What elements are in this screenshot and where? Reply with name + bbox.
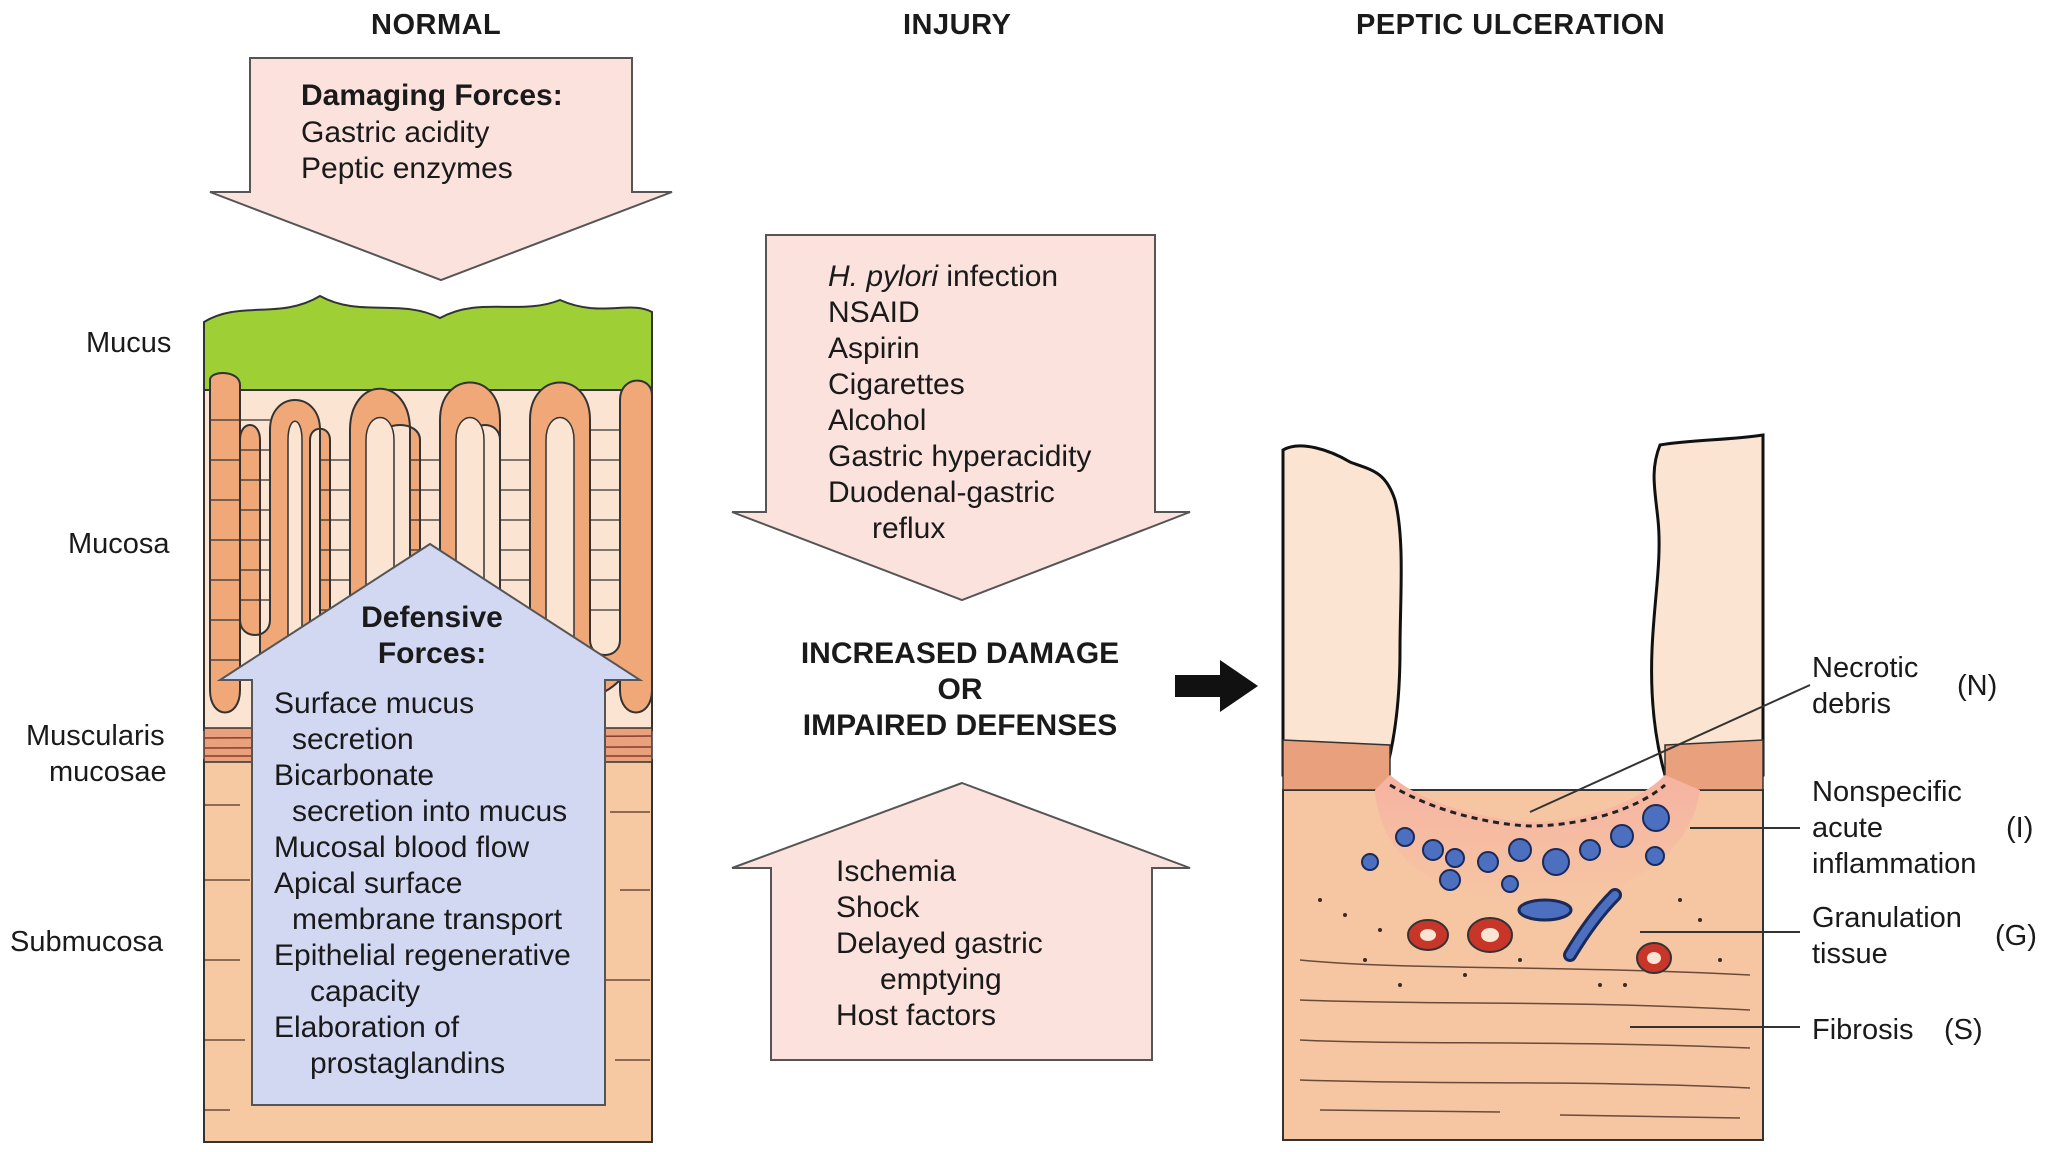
ulcer-right-wall [1650, 433, 1765, 777]
damaging-forces-arrow [209, 57, 673, 282]
mucus-layer [203, 294, 653, 391]
ulcer-left-wall [1281, 444, 1403, 777]
label-inflammation: inflammation [1812, 848, 1977, 880]
host-item: Ischemia [836, 855, 957, 888]
damaging-item: Gastric acidity [301, 116, 490, 149]
transition-arrow [1175, 660, 1258, 712]
injury-item: Gastric hyperacidity [828, 440, 1092, 473]
injury-causes-arrow [731, 234, 1191, 602]
defensive-item: capacity [310, 975, 421, 1008]
injury-item: reflux [872, 512, 946, 545]
defensive-forces-title: Forces: [377, 637, 487, 670]
granulation-vessels [1407, 888, 1672, 974]
damaging-forces-title: Damaging Forces: [301, 79, 563, 112]
hpylori-italic: H. pylori [828, 260, 939, 293]
injury-item: Alcohol [828, 404, 927, 437]
defensive-item: prostaglandins [310, 1047, 506, 1080]
defensive-item: secretion into mucus [292, 795, 568, 828]
or-text: OR [937, 673, 983, 706]
label-code-s: (S) [1944, 1014, 1983, 1046]
label-necrotic: Necrotic [1812, 652, 1919, 684]
host-item: Host factors [836, 999, 997, 1032]
host-factors-arrow [731, 781, 1191, 1061]
label-acute: acute [1812, 812, 1883, 844]
header-normal: NORMAL [371, 9, 502, 41]
defensive-item: membrane transport [292, 903, 563, 936]
defensive-item: Elaboration of [274, 1011, 460, 1044]
increased-damage-text: INCREASED DAMAGE [800, 637, 1120, 670]
label-mucosa: Mucosa [68, 528, 170, 560]
label-mucosae: mucosae [49, 756, 167, 788]
injury-item: Aspirin [828, 332, 920, 365]
label-debris: debris [1812, 688, 1891, 720]
defensive-forces-title: Defensive [361, 601, 503, 634]
host-item: Shock [836, 891, 920, 924]
host-item: Delayed gastric [836, 927, 1043, 960]
injury-item: NSAID [828, 296, 920, 329]
damaging-item: Peptic enzymes [301, 152, 513, 185]
label-granulation: Granulation [1812, 902, 1962, 934]
header-peptic-ulceration: PEPTIC ULCERATION [1356, 9, 1666, 41]
label-muscularis: Muscularis [26, 720, 165, 752]
defensive-forces-arrow [216, 542, 644, 1106]
label-fibrosis: Fibrosis [1812, 1014, 1914, 1046]
label-nonspecific: Nonspecific [1812, 776, 1962, 808]
label-mucus: Mucus [86, 327, 172, 359]
necrotic-pointer [1529, 684, 1811, 813]
host-item: emptying [880, 963, 1002, 996]
defensive-item: Bicarbonate [274, 759, 435, 792]
label-submucosa: Submucosa [10, 926, 164, 958]
defensive-item: Mucosal blood flow [274, 831, 530, 864]
defensive-item: Surface mucus [274, 687, 475, 720]
peptic-ulcer-section [1281, 433, 1811, 1141]
label-code-g: (G) [1995, 920, 2037, 952]
injury-item: Duodenal-gastric [828, 476, 1055, 509]
injury-item-hpylori: H. pylori infection [828, 259, 1058, 295]
injury-item: Cigarettes [828, 368, 965, 401]
label-tissue: tissue [1812, 938, 1888, 970]
necrotic-debris-line [1389, 783, 1666, 828]
impaired-defenses-text: IMPAIRED DEFENSES [802, 709, 1118, 742]
defensive-item: Apical surface [274, 867, 463, 900]
hpylori-suffix: infection [938, 260, 1059, 293]
label-code-i: (I) [2006, 812, 2034, 844]
header-injury: INJURY [903, 9, 1012, 41]
defensive-item: secretion [292, 723, 414, 756]
defensive-item: Epithelial regenerative [274, 939, 571, 972]
label-code-n: (N) [1957, 670, 1998, 702]
